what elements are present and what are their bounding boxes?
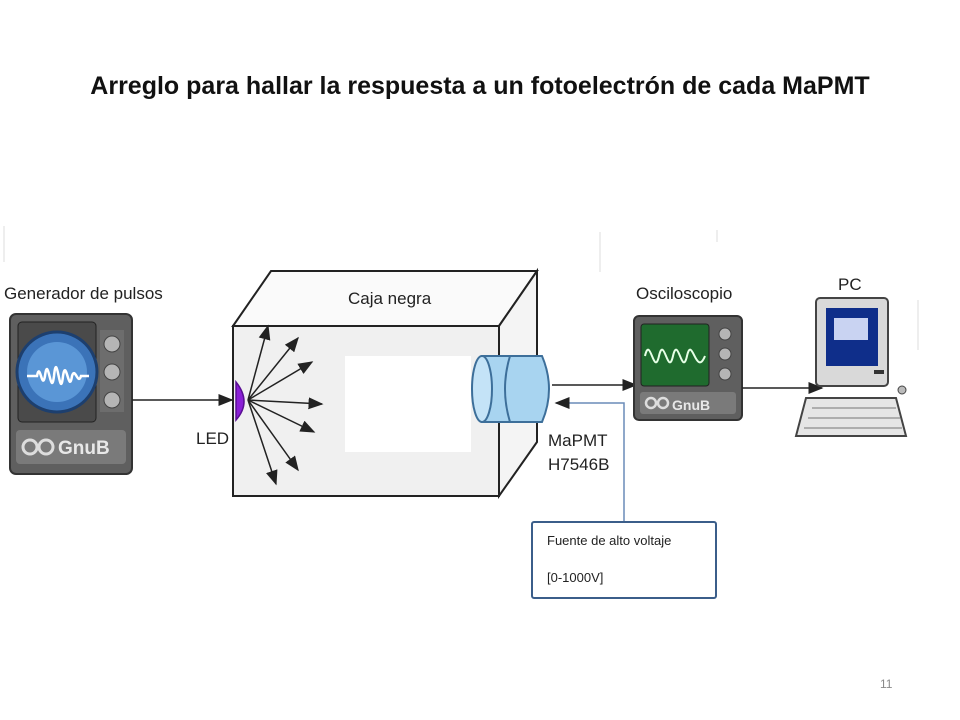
brand-text: GnuB — [58, 438, 110, 459]
pulse-generator-icon: GnuB — [9, 313, 133, 475]
mapmt-label-line2: H7546B — [548, 455, 609, 474]
light-rays — [247, 324, 324, 486]
oscilloscope-icon: GnuB — [633, 315, 743, 421]
black-box-label: Caja negra — [348, 289, 432, 308]
oscilloscope-label: Osciloscopio — [636, 284, 732, 303]
pc-icon — [794, 297, 908, 437]
pc-label: PC — [838, 275, 862, 294]
mapmt-label-line1: MaPMT — [548, 431, 608, 450]
power-supply-label: Fuente de alto voltaje — [547, 533, 672, 548]
power-supply-box: Fuente de alto voltaje [0-1000V] — [531, 521, 717, 599]
led-icon — [235, 379, 245, 422]
power-supply-range: [0-1000V] — [547, 570, 604, 585]
slide-title: Arreglo para hallar la respuesta a un fo… — [90, 72, 870, 100]
brand-text: GnuB — [672, 397, 710, 413]
led-label: LED — [196, 429, 229, 448]
pulse-generator-label: Generador de pulsos — [4, 284, 163, 303]
mapmt-icon — [471, 355, 550, 423]
page-number: 11 — [880, 677, 893, 691]
